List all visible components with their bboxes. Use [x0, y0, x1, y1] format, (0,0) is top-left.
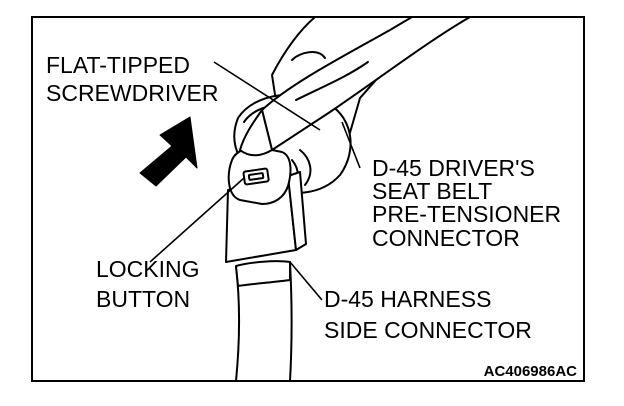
leader-pretensioner — [341, 121, 361, 169]
upper-harness-rib — [291, 51, 326, 61]
label-locking-button: LOCKING BUTTON — [96, 256, 206, 312]
harness-side-connector-side — [287, 171, 307, 251]
label-harness-connector: D-45 HARNESS SIDE CONNECTOR — [324, 286, 532, 343]
screwdriver-shaft — [261, 16, 471, 151]
leader-lines — [149, 61, 361, 301]
label-pretensioner-connector: D-45 DRIVER'S SEAT BELT PRE-TENSIONER CO… — [372, 155, 568, 251]
locking-button-slot — [247, 172, 265, 181]
leader-locking-button — [149, 177, 245, 263]
label-screwdriver: FLAT-TIPPED SCREWDRIVER — [46, 52, 219, 106]
lower-harness — [235, 261, 293, 382]
lower-harness-boot — [235, 260, 291, 287]
screwdriver-tip — [239, 109, 273, 157]
leader-screwdriver — [213, 61, 321, 131]
screwdriver-blade-groove — [295, 61, 369, 101]
leader-harness — [289, 261, 323, 301]
illustration — [139, 16, 471, 382]
figure-code: AC406986AC — [484, 363, 578, 380]
direction-arrow — [139, 116, 198, 187]
